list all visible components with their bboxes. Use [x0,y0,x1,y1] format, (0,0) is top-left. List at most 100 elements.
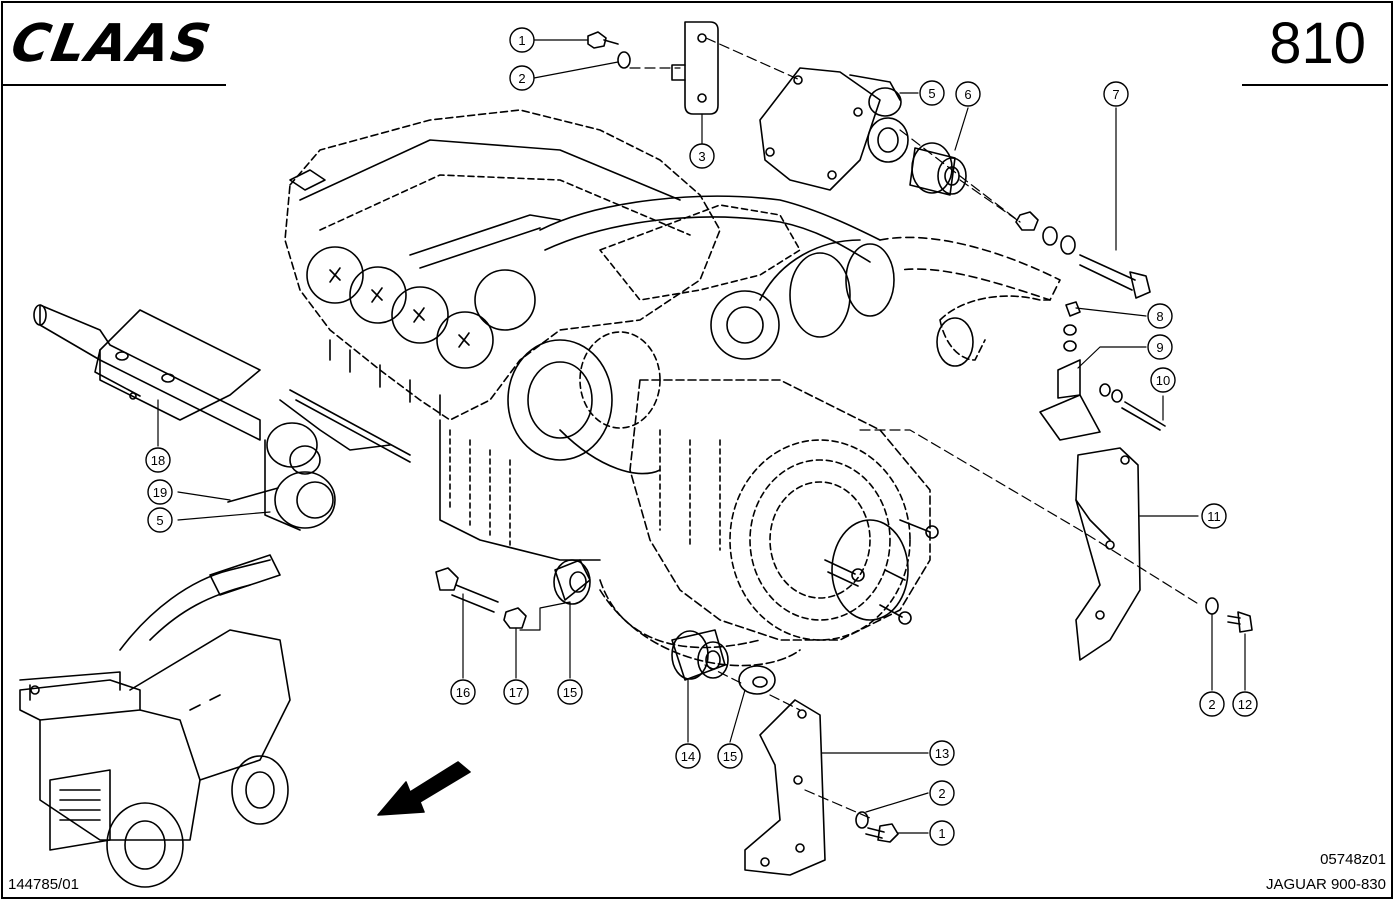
callout-6: 6 [955,81,981,107]
callout-label: 1 [518,33,525,48]
callout-circle [929,780,955,806]
callout-label: 14 [681,749,695,764]
callout-9: 9 [1147,334,1173,360]
callout-label: 2 [1208,697,1215,712]
callout-11: 11 [1201,503,1227,529]
part-16-bolt [435,567,499,613]
part-18-heat-shield [33,304,261,441]
part-2-washer-top [617,51,631,69]
part-11-bracket [1075,447,1141,661]
callout-circle [1150,367,1176,393]
callout-8: 8 [1147,303,1173,329]
part-2-washer-right [1205,597,1219,615]
callout-17: 17 [503,679,529,705]
callout-label: 13 [935,746,949,761]
callout-2: 2 [1199,691,1225,717]
callout-label: 18 [151,453,165,468]
callout-circle [509,27,535,53]
callout-circle [147,507,173,533]
callout-19: 19 [147,479,173,505]
part-2-washer-bottom [855,811,869,829]
part-6-bushing [909,142,967,196]
part-3-plate [671,21,719,115]
callout-label: 17 [509,685,523,700]
callout-label: 5 [928,86,935,101]
callout-circle [929,820,955,846]
forage-harvester-thumbnail [19,554,291,888]
callout-2: 2 [509,65,535,91]
callout-circle [919,80,945,106]
part-19-pin [227,487,279,503]
callout-circle [1103,81,1129,107]
callout-circle [503,679,529,705]
page-number: 810 [1269,11,1366,76]
part-9-bracket [1039,301,1166,441]
part-5-engine-mount [759,67,909,191]
callout-label: 10 [1156,373,1170,388]
header-rule-right [1242,84,1388,86]
part-15-washer-bottom [738,665,776,695]
callout-circle [689,143,715,169]
part-5-mount-left [264,389,411,531]
callout-circle [509,65,535,91]
callout-2: 2 [929,780,955,806]
callout-label: 6 [964,87,971,102]
callout-circle [450,679,476,705]
part-7-hardware [1015,211,1151,299]
callout-16: 16 [450,679,476,705]
model-name: JAGUAR 900-830 [1265,876,1386,893]
header-rule-left [2,84,226,86]
flywheel-housing [599,379,939,667]
callout-13: 13 [929,740,955,766]
callout-leaders [157,39,1246,834]
callout-circle [147,479,173,505]
callout-5: 5 [147,507,173,533]
callout-circle [929,740,955,766]
callout-15: 15 [717,743,743,769]
callout-label: 7 [1112,87,1119,102]
callout-5: 5 [919,80,945,106]
callout-7: 7 [1103,81,1129,107]
callout-circle [557,679,583,705]
callout-circle [1199,691,1225,717]
part-12-bolt [1227,611,1253,633]
callout-circle [1232,691,1258,717]
callout-15: 15 [557,679,583,705]
callout-circle [1147,334,1173,360]
part-1-bolt-top [587,31,619,49]
callout-circle [1147,303,1173,329]
part-1-bolt-bottom [865,823,899,843]
callout-label: 5 [156,513,163,528]
doc-id: 144785/01 [8,876,79,893]
callout-label: 16 [456,685,470,700]
callout-label: 11 [1207,509,1221,524]
callout-label: 8 [1156,309,1163,324]
callout-label: 2 [518,71,525,86]
callout-label: 3 [698,149,705,164]
drawing-id: 05748z01 [1320,851,1386,868]
callout-1: 1 [929,820,955,846]
callout-circle [1201,503,1227,529]
part-14-bushing [671,629,729,681]
part-17-nut [503,607,527,629]
callout-circle [675,743,701,769]
direction-arrow [377,761,471,816]
part-13-bracket [744,699,826,876]
engine-block [284,109,1061,561]
part-15-bushing-left [553,559,591,605]
callout-18: 18 [145,447,171,473]
callout-3: 3 [689,143,715,169]
callout-circle [717,743,743,769]
callout-label: 12 [1238,697,1252,712]
callout-14: 14 [675,743,701,769]
callout-circle [145,447,171,473]
callout-label: 15 [723,749,737,764]
callout-label: 15 [563,685,577,700]
callout-circle [955,81,981,107]
callout-label: 9 [1156,340,1163,355]
callout-1: 1 [509,27,535,53]
